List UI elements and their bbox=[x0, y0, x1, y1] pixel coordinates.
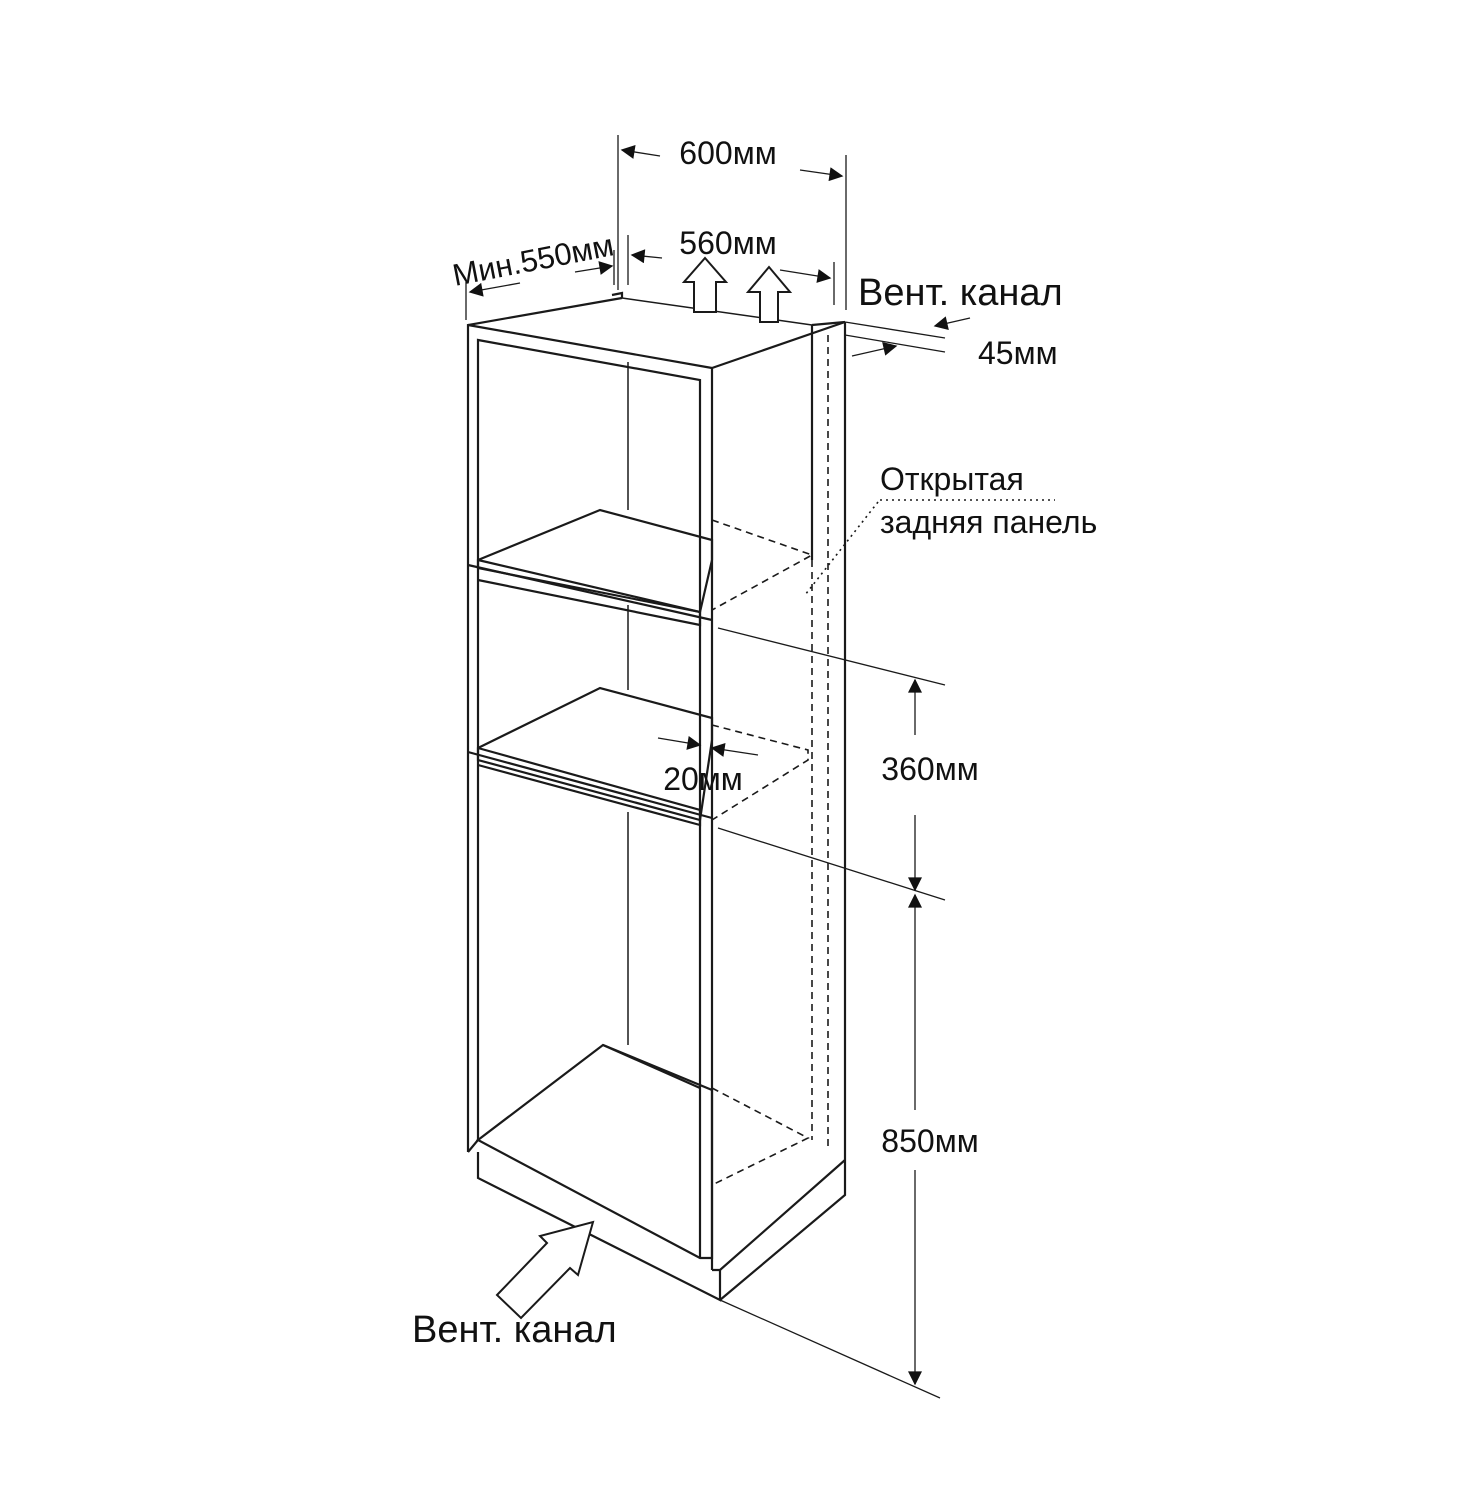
base-850-label: 850мм bbox=[881, 1123, 978, 1159]
open-back-label-2: задняя панель bbox=[880, 504, 1097, 540]
arrow-45-top bbox=[933, 316, 971, 331]
cabinet-top-back-edge bbox=[611, 291, 624, 298]
ext-360-bottom bbox=[717, 827, 946, 901]
open-back-note: Открытая задняя панель bbox=[804, 461, 1097, 596]
middle-shelf-edge bbox=[467, 750, 713, 820]
top-vent-arrows bbox=[681, 256, 793, 323]
dim-550-arrow-left bbox=[468, 282, 521, 297]
cabinet-body bbox=[466, 291, 847, 1302]
cabinet-right-top-edge bbox=[711, 320, 846, 370]
inner-frame-left-outline bbox=[467, 1139, 479, 1153]
dim-600-arrow-left bbox=[620, 145, 661, 159]
hidden-middle-shelf bbox=[711, 724, 809, 821]
ext-45-bottom bbox=[844, 334, 946, 353]
gap-20-label: 20мм bbox=[663, 761, 743, 797]
upper-shelf-edge bbox=[467, 563, 713, 622]
vent-bottom-label: Вент. канал bbox=[412, 1309, 617, 1351]
hidden-bottom-shelf bbox=[711, 1087, 810, 1186]
base-850-dimension: 850мм bbox=[719, 893, 979, 1399]
bottom-floor bbox=[475, 1043, 714, 1260]
upper-shelf-front bbox=[477, 558, 702, 627]
arrow-45-bottom bbox=[851, 341, 898, 357]
arrow-20-right bbox=[710, 742, 759, 757]
vent-arrow-bottom bbox=[495, 1220, 595, 1320]
vent-top-label: Вент. канал bbox=[858, 272, 1063, 314]
bottom-floor-back bbox=[602, 1043, 701, 1090]
ext-45-top bbox=[844, 321, 946, 339]
niche-360-label: 360мм bbox=[881, 751, 978, 787]
dim-550-label: Мин.550мм bbox=[450, 227, 617, 293]
gap-45-label: 45мм bbox=[978, 335, 1058, 371]
plinth-right bbox=[712, 1159, 846, 1272]
dim-600-arrow-right bbox=[799, 167, 844, 182]
open-back-label-1: Открытая bbox=[880, 461, 1024, 497]
open-back-leader bbox=[804, 501, 879, 596]
ext-360-top bbox=[717, 627, 946, 686]
bottom-vent: Вент. канал bbox=[412, 1220, 617, 1351]
dim-560-label: 560мм bbox=[679, 225, 776, 261]
plinth-side bbox=[719, 1160, 847, 1301]
ext-850-bottom bbox=[719, 1299, 941, 1399]
cabinet-right-back-top bbox=[811, 320, 846, 327]
middle-shelf bbox=[476, 686, 714, 822]
vent-arrow-up-1 bbox=[681, 256, 729, 313]
dim-560-arrow-left bbox=[630, 249, 663, 264]
upper-shelf bbox=[476, 508, 714, 614]
dim-600-label: 600мм bbox=[679, 135, 776, 171]
gap-20-dimension: 20мм bbox=[657, 736, 759, 797]
middle-shelf-front bbox=[477, 746, 702, 827]
cabinet-top-front-edge bbox=[467, 323, 713, 370]
gap-45-dimension: 45мм bbox=[844, 316, 1058, 371]
plinth bbox=[476, 1152, 722, 1302]
dim-560-arrow-right bbox=[779, 269, 832, 283]
niche-360-dimension: 360мм bbox=[717, 627, 979, 901]
vent-arrow-up-2 bbox=[745, 265, 793, 323]
dim-550-arrow-right bbox=[574, 261, 614, 275]
hidden-upper-shelf bbox=[711, 519, 814, 611]
arrow-20-left bbox=[657, 736, 702, 750]
cabinet-front-left-edge bbox=[466, 296, 623, 1152]
inner-frame-left bbox=[476, 338, 702, 1258]
